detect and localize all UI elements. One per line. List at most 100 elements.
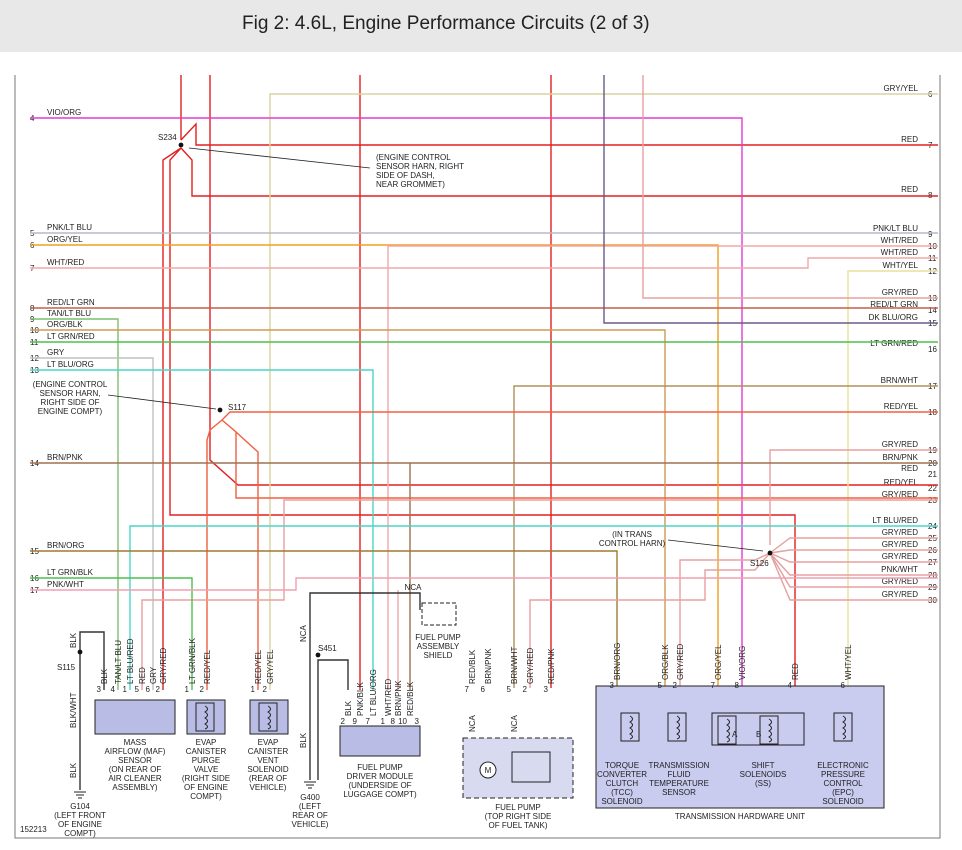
- fpdm-wire-label: PNK/BLK: [356, 682, 365, 716]
- maf-pin: 1: [123, 685, 128, 694]
- wire-gry-red-tft: [679, 552, 771, 688]
- splice-s117: [217, 407, 223, 413]
- left-wire-label: TAN/LT BLU: [47, 309, 91, 318]
- maf-wire-label: TAN/LT BLU: [114, 640, 123, 684]
- maf-label: AIRFLOW (MAF): [105, 747, 166, 756]
- wire-org-blk: [30, 329, 666, 688]
- diagram-frame: [14, 75, 941, 839]
- splice-s115: [77, 649, 83, 655]
- right-wire-label: PNK/LT BLU: [873, 224, 918, 233]
- evap-vent-label: CANISTER: [248, 747, 289, 756]
- fpdm-wire-label: WHT/RED: [384, 678, 393, 716]
- wire-gry-yel: [269, 93, 938, 690]
- wire-maf-blk: [79, 631, 105, 690]
- title-bar: Fig 2: 4.6L, Engine Performance Circuits…: [0, 0, 962, 52]
- note-s234: SIDE OF DASH,: [376, 171, 435, 180]
- shield-label: ASSEMBLY: [417, 642, 460, 651]
- ss-b-label: B: [756, 730, 761, 739]
- wire-red-maf: [162, 147, 182, 690]
- ss-label: (SS): [755, 779, 771, 788]
- right-wire-label: RED/YEL: [884, 402, 919, 411]
- tcc-label: (TCC): [611, 788, 633, 797]
- wire-lt-grn-blk: [30, 577, 193, 690]
- wire-brn-org: [30, 550, 618, 688]
- tft-label: TRANSMISSION: [649, 761, 710, 770]
- wire-red-yel-vent: [235, 431, 259, 690]
- fpdm-pin: 9: [353, 717, 358, 726]
- splice-s234-label: S234: [158, 133, 177, 142]
- right-connector-number: 14: [928, 306, 937, 315]
- maf-wire-label: RED: [138, 667, 147, 684]
- left-wire-label: BRN/PNK: [47, 453, 83, 462]
- evap-vent-coil: [258, 702, 278, 732]
- left-wire-label: ORG/BLK: [47, 320, 83, 329]
- left-wire-label: GRY: [47, 348, 65, 357]
- left-wire-label: ORG/YEL: [47, 235, 83, 244]
- left-wire-label: PNK/LT BLU: [47, 223, 92, 232]
- fuel-pump-wire-label: GRY/RED: [526, 647, 535, 684]
- fuel-pump-motor: [479, 761, 497, 779]
- shift-solenoids: [711, 712, 805, 746]
- fuel-pump-pin: 7: [465, 685, 470, 694]
- shield-nca: NCA: [405, 583, 423, 592]
- fuel-pump-label: FUEL PUMP: [495, 803, 541, 812]
- ss-label: SOLENOIDS: [740, 770, 787, 779]
- epc-label: (EPC): [832, 788, 854, 797]
- maf-label: (ON REAR OF: [109, 765, 162, 774]
- evap-purge-label: VALVE: [194, 765, 219, 774]
- thu-wire-label: ORG/BLK: [661, 644, 670, 680]
- wire-red-yel-22: [221, 419, 938, 499]
- right-connector-number: 22: [928, 484, 937, 493]
- thu-wire-label: VIO/ORG: [738, 646, 747, 680]
- blk-label-2: BLK: [69, 762, 78, 778]
- right-wire-label: GRY/RED: [882, 490, 919, 499]
- epc-label: PRESSURE: [821, 770, 865, 779]
- evap-purge-wire-label: RED/YEL: [203, 649, 212, 684]
- right-wire-label: GRY/RED: [882, 577, 919, 586]
- blk-wht-label: BLK/WHT: [69, 692, 78, 728]
- thu-wire-label: BRN/ORG: [613, 643, 622, 680]
- maf-pin: 4: [111, 685, 116, 694]
- wire-red-8: [180, 147, 938, 197]
- nca-label: NCA: [468, 714, 477, 732]
- fpdm-label: DRIVER MODULE: [347, 772, 414, 781]
- note-s117: SENSOR HARN,: [40, 389, 101, 398]
- fpdm-pin: 7: [366, 717, 371, 726]
- blk-label-3: BLK: [299, 732, 308, 748]
- g400-location: REAR OF: [292, 811, 328, 820]
- evap-vent-pin: 2: [263, 685, 268, 694]
- maf-wire-label: LT BLU/RED: [126, 638, 135, 684]
- evap-purge-label: PURGE: [192, 756, 220, 765]
- right-wire-label: LT BLU/RED: [873, 516, 919, 525]
- epc-label: ELECTRONIC: [817, 761, 869, 770]
- g104-location: OF ENGINE: [58, 820, 102, 829]
- wire-gry-red-pump: [529, 552, 771, 688]
- nca-label: NCA: [299, 624, 308, 642]
- fpdm-wire-label: BRN/PNK: [394, 680, 403, 716]
- ss-label: SHIFT: [751, 761, 774, 770]
- right-wire-label: GRY/YEL: [883, 84, 918, 93]
- thu-pin: 4: [788, 681, 793, 690]
- g104-label: G104: [70, 802, 90, 811]
- tcc-label: CONVERTER: [597, 770, 647, 779]
- right-connector-number: 9: [928, 230, 933, 239]
- right-wire-label: GRY/RED: [882, 528, 919, 537]
- right-wire-label: RED/LT GRN: [870, 300, 918, 309]
- ss-a-coil-coil: [726, 718, 730, 743]
- left-wire-label: LT GRN/RED: [47, 332, 95, 341]
- wire-nca: [309, 592, 421, 780]
- right-connector-number: 21: [928, 470, 937, 479]
- shield-label: SHIELD: [424, 651, 453, 660]
- epc-solenoid-coil: [842, 715, 846, 740]
- wire-pnk-wht: [30, 577, 938, 591]
- evap-vent-coil-coil: [267, 705, 271, 730]
- wire-brn-wht: [513, 385, 938, 688]
- right-wire-label: GRY/RED: [882, 590, 919, 599]
- splice-s126-label: S126: [750, 559, 769, 568]
- evap-purge-label: OF ENGINE: [184, 783, 228, 792]
- thu-wire-label: GRY/RED: [676, 643, 685, 680]
- evap-vent-label: SOLENOID: [247, 765, 289, 774]
- right-wire-label: WHT/YEL: [882, 261, 918, 270]
- fuel-pump-wire-label: RED/BLK: [468, 649, 477, 684]
